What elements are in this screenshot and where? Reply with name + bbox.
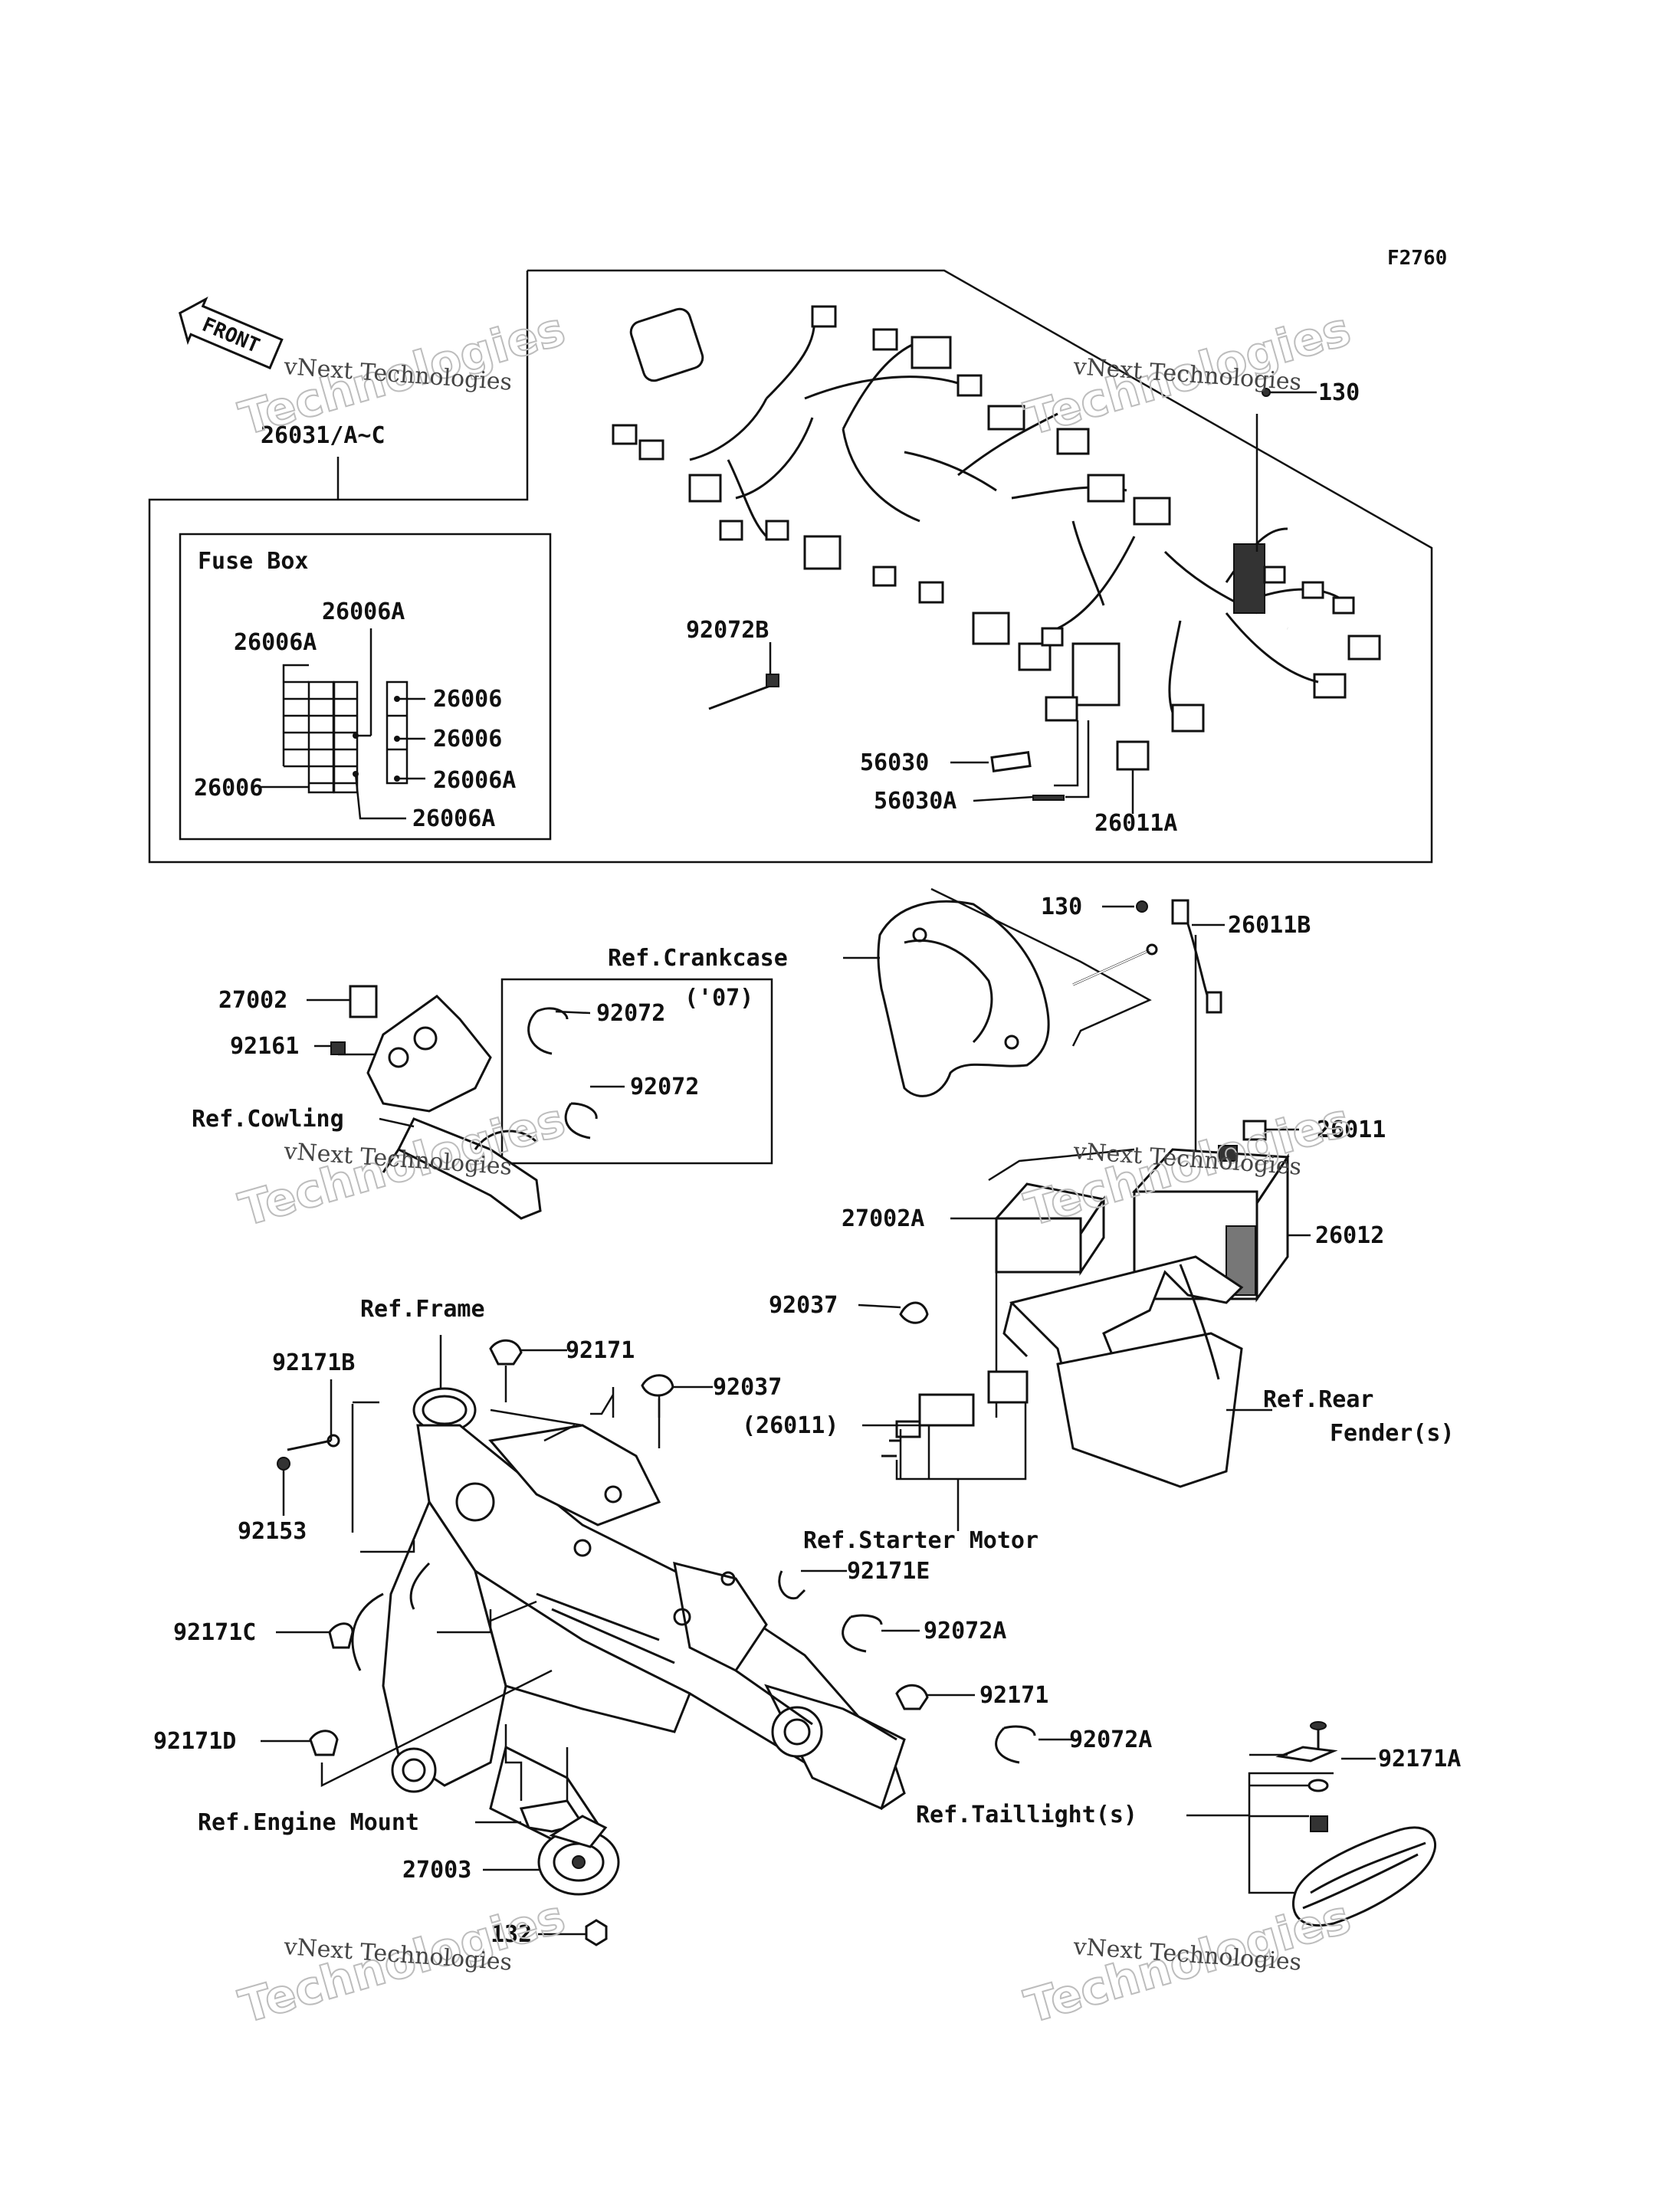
callout-26011b: 26011B bbox=[1228, 912, 1311, 939]
clamp-92171d-icon bbox=[309, 1730, 339, 1756]
clamp-92171-b-icon bbox=[895, 1684, 929, 1710]
figure-code: F2760 bbox=[1387, 247, 1447, 270]
callout-56030: 56030 bbox=[860, 749, 929, 776]
connector-26011a bbox=[1116, 740, 1150, 771]
fuse-box-frame bbox=[179, 533, 552, 841]
callout-92072a-b: 92072A bbox=[1069, 1726, 1152, 1753]
watermark-top-left: Technologies vNext Technologies bbox=[233, 302, 572, 448]
clip-92037-a-icon bbox=[899, 1301, 929, 1324]
callout-92171b: 92171B bbox=[272, 1349, 355, 1376]
clip-92037-b-icon bbox=[641, 1374, 674, 1397]
bolt-92153-icon bbox=[277, 1457, 290, 1471]
callout-26011: 26011 bbox=[1317, 1117, 1386, 1143]
frame-reference bbox=[351, 1387, 906, 1841]
callout-26006-left: 26006 bbox=[194, 775, 263, 802]
taillight-reference bbox=[1275, 1721, 1436, 1927]
starter-relay-assembly bbox=[881, 1370, 1029, 1458]
relay-27002-icon bbox=[349, 985, 378, 1018]
callout-26006a-left: 26006A bbox=[234, 629, 317, 656]
nut-132-icon bbox=[585, 1919, 608, 1946]
label-sticker-56030a bbox=[1032, 795, 1065, 801]
callout-26006-r1: 26006 bbox=[433, 686, 502, 713]
callout-92171-b: 92171 bbox=[979, 1682, 1048, 1709]
callout-92153: 92153 bbox=[238, 1518, 307, 1545]
cable-tie-92072-a-icon bbox=[527, 1010, 553, 1055]
callout-130-mid: 130 bbox=[1041, 894, 1082, 920]
callout-26006a-r3: 26006A bbox=[433, 767, 516, 794]
horn-27003-icon bbox=[537, 1815, 620, 1896]
year-07: ('07) bbox=[684, 985, 753, 1012]
fuse-box-title: Fuse Box bbox=[198, 548, 309, 575]
harness-panel bbox=[148, 269, 1433, 864]
clamp-92171b-icon bbox=[287, 1439, 332, 1451]
callout-92161: 92161 bbox=[230, 1033, 299, 1060]
ref-taillight: Ref.Taillight(s) bbox=[916, 1802, 1137, 1828]
callout-26012: 26012 bbox=[1315, 1222, 1384, 1249]
cable-tie-92072b bbox=[708, 674, 779, 710]
ref-rear-fender-line2: Fender(s) bbox=[1330, 1420, 1455, 1447]
fuse-box-detail bbox=[261, 628, 425, 820]
ref-engine-mount: Ref.Engine Mount bbox=[198, 1809, 419, 1836]
cable-tie-92072-b-icon bbox=[564, 1103, 591, 1139]
callout-92171a: 92171A bbox=[1378, 1746, 1461, 1772]
callout-26011-paren: (26011) bbox=[742, 1412, 838, 1439]
callout-27003: 27003 bbox=[402, 1857, 471, 1884]
clamp-92171c-icon bbox=[328, 1622, 354, 1649]
callout-26006-r2: 26006 bbox=[433, 726, 502, 753]
watermark-bottom-left: Technologies vNext Technologies bbox=[233, 1890, 572, 2035]
callout-92072a-a: 92072A bbox=[924, 1618, 1006, 1644]
ref-starter-motor: Ref.Starter Motor bbox=[803, 1527, 1039, 1554]
callout-92072-b: 92072 bbox=[630, 1074, 699, 1100]
callout-26006a-bottom: 26006A bbox=[412, 805, 495, 832]
callout-26006a-top: 26006A bbox=[322, 598, 405, 625]
callout-130-top: 130 bbox=[1318, 379, 1360, 406]
cable-tie-92072a-a-icon bbox=[842, 1615, 867, 1653]
callout-92171c: 92171C bbox=[173, 1619, 256, 1646]
clamp-92171-icon bbox=[489, 1339, 523, 1366]
cap-92161-icon bbox=[330, 1041, 346, 1055]
watermark-top-right: Technologies vNext Technologies bbox=[1019, 302, 1357, 448]
callout-26031: 26031/A~C bbox=[261, 422, 386, 449]
callout-26011a: 26011A bbox=[1094, 810, 1177, 837]
callout-92171d: 92171D bbox=[153, 1728, 236, 1755]
callout-92037-b: 92037 bbox=[713, 1374, 782, 1401]
callout-92171: 92171 bbox=[566, 1337, 635, 1364]
battery-lead-26011b bbox=[1171, 899, 1222, 1014]
callout-56030a: 56030A bbox=[874, 788, 956, 815]
relay-27002a-icon bbox=[994, 1182, 1106, 1276]
rear-fender-reference bbox=[1002, 1255, 1244, 1488]
callout-92072-a: 92072 bbox=[596, 1000, 665, 1027]
callout-27002: 27002 bbox=[218, 987, 287, 1014]
crankcase-reference bbox=[877, 900, 1050, 1097]
label-sticker-56030 bbox=[990, 751, 1032, 772]
callout-92037-a: 92037 bbox=[769, 1292, 838, 1319]
front-arrow-icon bbox=[179, 296, 284, 370]
watermark-bottom-right: Technologies vNext Technologies bbox=[1019, 1890, 1357, 2035]
callout-92171e: 92171E bbox=[847, 1558, 930, 1585]
callout-92072b: 92072B bbox=[686, 617, 769, 644]
cable-tie-92072a-b-icon bbox=[995, 1726, 1020, 1764]
cap-26011-icon bbox=[1242, 1120, 1267, 1141]
callout-132: 132 bbox=[491, 1921, 532, 1948]
ref-rear-fender-line1: Ref.Rear bbox=[1263, 1386, 1374, 1413]
main-wiring-harness bbox=[612, 305, 1381, 733]
cowling-reference bbox=[366, 995, 542, 1220]
ref-crankcase: Ref.Crankcase bbox=[608, 945, 788, 972]
clamp-92171e-icon bbox=[778, 1570, 806, 1600]
model-year-07-box bbox=[500, 978, 773, 1165]
ref-frame: Ref.Frame bbox=[360, 1296, 485, 1323]
ref-cowling: Ref.Cowling bbox=[192, 1106, 344, 1133]
callout-27002a: 27002A bbox=[842, 1205, 924, 1232]
